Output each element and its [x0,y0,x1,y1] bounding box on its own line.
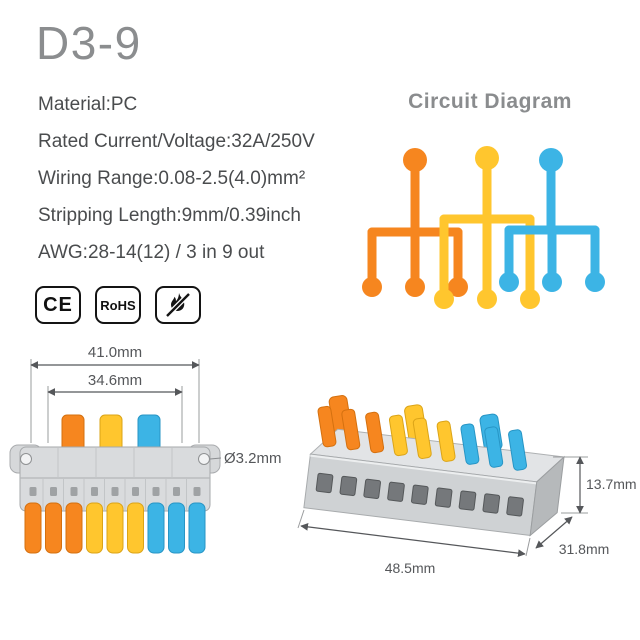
certification-badges: CE RoHS [35,286,201,324]
flame-retardant-icon [165,292,191,318]
spec-material: Material:PC [38,94,138,115]
output-levers-front [24,502,206,554]
spec-rated-current-voltage: Rated Current/Voltage:32A/250V [38,131,315,152]
branch-yellow-glyph [434,146,540,309]
outer-width-label: 41.0mm [88,344,142,361]
spec-wiring-range: Wiring Range:0.08-2.5(4.0)mm² [38,168,306,189]
dimension-length: 48.5mm [297,509,531,576]
rohs-badge: RoHS [95,286,141,324]
depth-label: 31.8mm [559,541,610,557]
spec-list: Material:PC Rated Current/Voltage:32A/25… [38,86,315,271]
dimension-hole-diameter: Ø3.2mm [209,450,282,467]
dimension-depth: 31.8mm [535,516,610,557]
hole-diameter-label: Ø3.2mm [224,450,282,467]
height-label: 13.7mm [586,476,637,492]
length-label: 48.5mm [385,560,436,576]
circuit-diagram-title: Circuit Diagram [408,90,572,113]
dimension-outer-width: 41.0mm [30,344,200,443]
dimension-height: 13.7mm [553,456,637,514]
flame-retardant-badge [155,286,201,324]
connector-perspective-view: 13.7mm 48.5mm 31.8mm [297,395,637,576]
dimension-inner-width: 34.6mm [47,372,183,443]
circuit-diagram [362,146,605,309]
product-model-title: D3-9 [36,17,142,69]
spec-stripping-length: Stripping Length:9mm/0.39inch [38,205,301,226]
connector-front-view: 41.0mm 34.6mm [9,344,282,554]
connector-perspective-body [303,395,566,537]
ce-mark-badge: CE [35,286,81,324]
connector-front-body [9,414,221,554]
inner-width-label: 34.6mm [88,372,142,389]
output-levers-perspective [317,405,528,471]
branch-blue-glyph [499,148,605,292]
rohs-label: RoHS [100,297,136,313]
terminal-openings [315,472,524,517]
ce-mark-label: CE [43,293,73,316]
spec-awg: AWG:28-14(12) / 3 in 9 out [38,242,265,263]
